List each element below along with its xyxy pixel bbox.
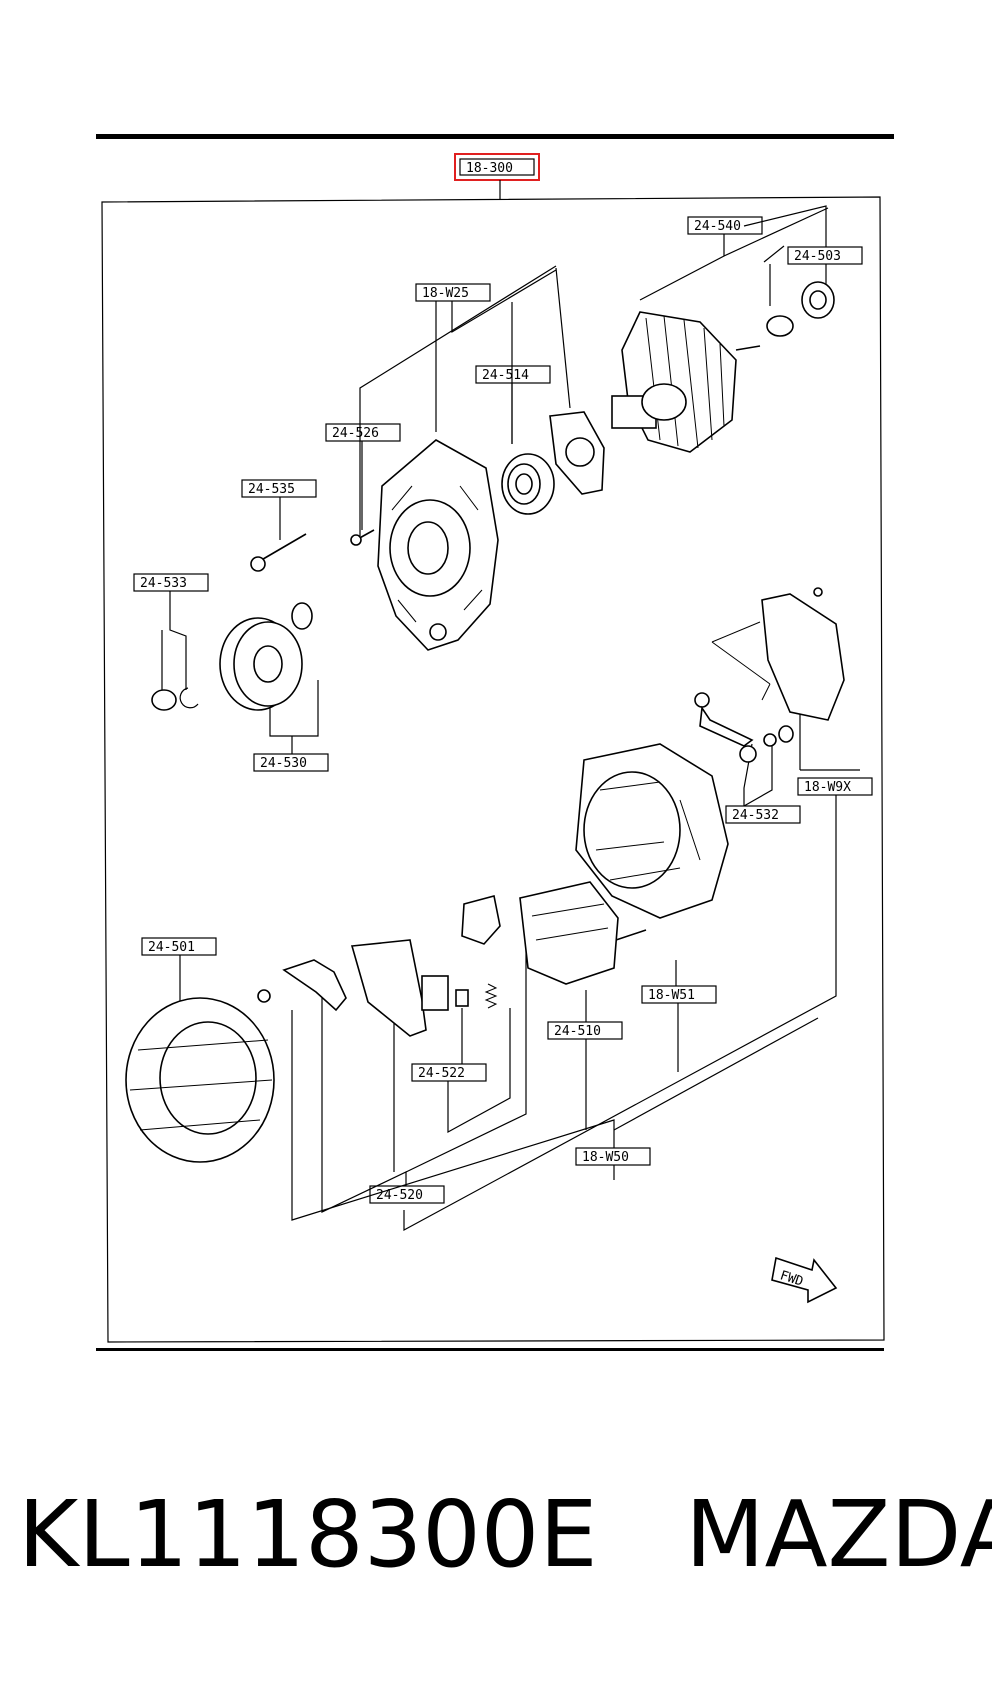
- callout-18-w50[interactable]: 18-W50: [575, 1147, 651, 1166]
- callout-24-535[interactable]: 24-535: [241, 479, 317, 498]
- brush-spring-part: [455, 983, 498, 1009]
- callout-18-w25[interactable]: 18-W25: [415, 283, 491, 302]
- brand-name: MAZDA: [685, 1481, 992, 1588]
- callout-24-533[interactable]: 24-533: [133, 573, 209, 592]
- fwd-label: FWD: [778, 1268, 805, 1290]
- callout-24-510[interactable]: 24-510: [547, 1021, 623, 1040]
- nut-clip-part: [151, 687, 199, 711]
- fwd-arrow: FWD: [771, 1256, 838, 1304]
- callout-24-522[interactable]: 24-522: [411, 1063, 487, 1082]
- rotor-part: [611, 311, 761, 453]
- callout-text: 24-522: [418, 1066, 465, 1081]
- callout-text: 24-530: [260, 756, 307, 771]
- diagram-frame: [101, 196, 885, 1343]
- callout-text: 18-W9X: [804, 780, 851, 795]
- callout-text: 24-535: [248, 482, 295, 497]
- callout-text: 24-510: [554, 1024, 601, 1039]
- pulley-washer-part: [766, 281, 835, 337]
- caption-spacer: [597, 1481, 685, 1588]
- callout-text: 24-526: [332, 426, 379, 441]
- callout-24-501[interactable]: 24-501: [141, 937, 217, 956]
- assembly-callout[interactable]: 18-300: [454, 153, 540, 181]
- through-bolt-part: [250, 533, 307, 572]
- pulley-part: [219, 602, 313, 711]
- assembly-label: 18-300: [466, 161, 513, 176]
- callout-18-w51[interactable]: 18-W51: [641, 985, 717, 1004]
- terminal-bolt-part: [694, 692, 794, 763]
- callout-24-540[interactable]: 24-540: [687, 216, 763, 235]
- rear-housing-part: [575, 743, 729, 919]
- retainer-plate-part: [549, 411, 605, 495]
- callout-24-503[interactable]: 24-503: [787, 246, 863, 265]
- callout-text: 24-533: [140, 576, 187, 591]
- bearing-part: [501, 453, 555, 515]
- callout-24-514[interactable]: 24-514: [475, 365, 551, 384]
- callout-text: 24-540: [694, 219, 741, 234]
- callout-text: 18-W25: [422, 286, 469, 301]
- top-rule: [96, 134, 894, 139]
- screw-part: [350, 529, 375, 546]
- stator-part: [125, 997, 275, 1163]
- callout-24-532[interactable]: 24-532: [725, 805, 801, 824]
- rear-cover-part: [711, 587, 845, 721]
- callout-text: 24-520: [376, 1188, 423, 1203]
- brush-holder-part: [350, 895, 501, 1037]
- bracket-part: [257, 959, 347, 1012]
- callout-text: 24-532: [732, 808, 779, 823]
- bottom-rule: [96, 1348, 884, 1351]
- callout-text: 24-514: [482, 368, 529, 383]
- rectifier-part: [519, 881, 647, 985]
- callout-text: 24-503: [794, 249, 841, 264]
- callout-24-530[interactable]: 24-530: [253, 753, 329, 772]
- leader-lines: [161, 205, 860, 1232]
- front-housing-part: [377, 439, 499, 651]
- callout-text: 18-W51: [648, 988, 695, 1003]
- part-number: KL1118300E: [18, 1481, 598, 1588]
- callout-18-w9x[interactable]: 18-W9X: [797, 777, 873, 796]
- callout-24-520[interactable]: 24-520: [369, 1185, 445, 1204]
- callout-24-526[interactable]: 24-526: [325, 423, 401, 442]
- callout-text: 24-501: [148, 940, 195, 955]
- product-caption: KL1118300E MAZDA: [18, 1480, 992, 1590]
- callout-text: 18-W50: [582, 1150, 629, 1165]
